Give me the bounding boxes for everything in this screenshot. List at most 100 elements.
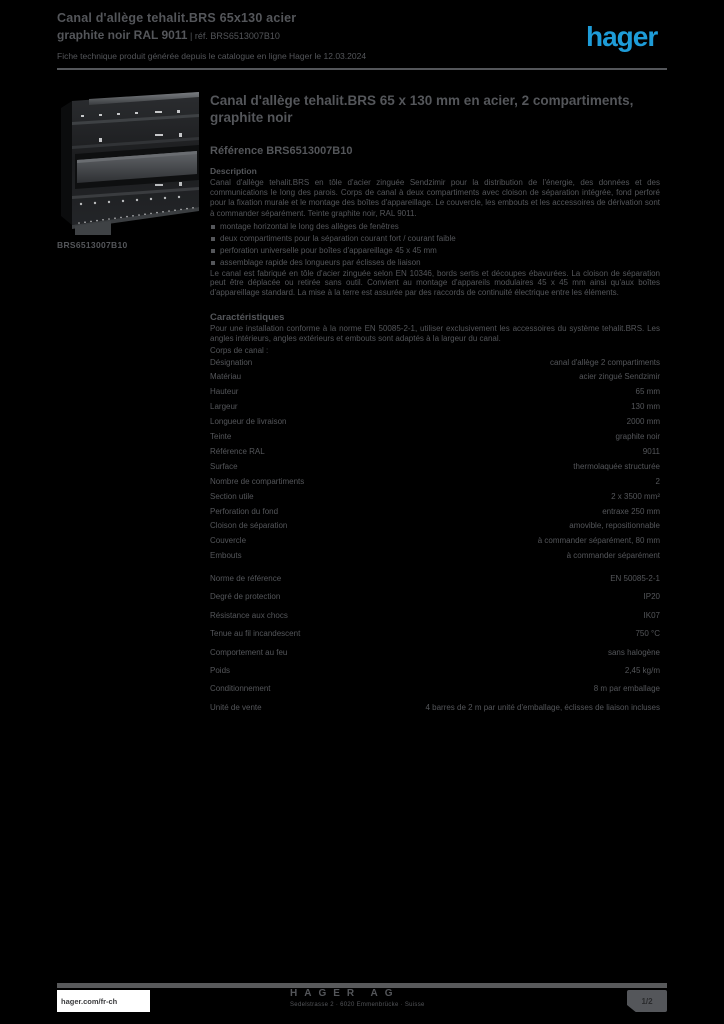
header-product-name: Canal d'allège tehalit.BRS 65x130 acier [57,11,297,25]
spec-label: Conditionnement [210,684,271,694]
main-content: Canal d'allège tehalit.BRS 65 x 130 mm e… [210,92,660,721]
spec-label: Norme de référence [210,574,282,584]
description-paragraph-3: Pour une installation conforme à la norm… [210,323,660,343]
spec-label: Référence RAL [210,446,265,456]
spec-value: à commander séparément, 80 mm [537,536,660,546]
spec-label: Unité de vente [210,702,262,712]
spec-value: 750 °C [635,629,660,639]
product-reference: Référence BRS6513007B10 [210,145,353,157]
product-photo-caption: BRS6513007B10 [57,240,128,250]
spec-value: 130 mm [631,402,660,412]
footer-url-link[interactable]: hager.com/fr-ch [61,996,118,1006]
product-photo [59,88,199,238]
header-variant-ref: | réf. BRS6513007B10 [187,31,280,41]
footer-company-name: HAGER AG [290,988,400,999]
hager-logo: hager [586,21,658,52]
header-title-block: Canal d'allège tehalit.BRS 65x130 acier … [57,11,477,61]
header-generated-line: Fiche technique produit générée depuis l… [57,51,367,61]
spec-value: EN 50085-2-1 [610,574,660,584]
spec-row: Couvercle à commander séparément, 80 mm [210,536,660,551]
footer-url-box: hager.com/fr-ch [57,990,150,1012]
spec-row: Perforation du fond entraxe 250 mm [210,507,660,522]
description-paragraph-2: Le canal est fabriqué en tôle d'acier zi… [210,268,660,297]
spec-label: Résistance aux chocs [210,610,288,620]
spec-value: acier zingué Sendzimir [579,372,660,382]
feature-bullet-item: assemblage rapide des longueurs par écli… [210,257,660,269]
spec-row: Teinte graphite noir [210,432,660,447]
spec-label: Désignation [210,357,253,367]
feature-bullet-list: montage horizontal le long des allèges d… [210,221,660,269]
feature-bullet-item: deux compartiments pour la séparation co… [210,233,660,245]
spec-row: Largeur 130 mm [210,402,660,417]
spec-label: Longueur de livraison [210,417,287,427]
spec-value: IP20 [643,592,660,602]
feature-bullet-item: perforation universelle pour boîtes d'ap… [210,245,660,257]
spec-row: Référence RAL 9011 [210,447,660,462]
spec-row: Longueur de livraison 2000 mm [210,417,660,432]
spec-label: Largeur [210,402,238,412]
spec-table-technical: Norme de référence EN 50085-2-1 Degré de… [210,574,660,721]
spec-label: Embouts [210,551,242,561]
spec-label: Poids [210,666,231,676]
spec-value: graphite noir [615,432,660,442]
spec-row: Unité de vente 4 barres de 2 m par unité… [210,703,660,721]
header-divider [57,68,667,70]
spec-row: Tenue au fil incandescent 750 °C [210,629,660,647]
header-variant-bold: graphite noir RAL 9011 [57,28,188,42]
spec-row: Cloison de séparation amovible, repositi… [210,521,660,536]
spec-value: canal d'allège 2 compartiments [549,357,660,367]
spec-value: 2,45 kg/m [624,666,660,676]
spec-value: 8 m par emballage [593,684,660,694]
characteristics-heading: Caractéristiques [210,311,285,323]
spec-value: 65 mm [635,387,660,397]
spec-value: 2000 mm [626,417,660,427]
spec-row: Section utile 2 x 3500 mm² [210,492,660,507]
spec-label: Teinte [210,432,232,442]
spec-value: amovible, repositionnable [569,521,660,531]
spec-row: Nombre de compartiments 2 [210,477,660,492]
body-sub-heading: Corps de canal : [210,345,269,355]
spec-label: Tenue au fil incandescent [210,629,301,639]
product-title: Canal d'allège tehalit.BRS 65 x 130 mm e… [210,93,634,125]
spec-row: Matériau acier zingué Sendzimir [210,372,660,387]
spec-value: IK07 [643,610,660,620]
spec-label: Surface [210,461,238,471]
spec-label: Perforation du fond [210,506,279,516]
spec-row: Surface thermolaquée structurée [210,462,660,477]
spec-row: Embouts à commander séparément [210,551,660,566]
spec-row: Comportement au feu sans halogène [210,648,660,666]
spec-label: Matériau [210,372,242,382]
spec-label: Degré de protection [210,592,281,602]
spec-row: Résistance aux chocs IK07 [210,611,660,629]
spec-label: Comportement au feu [210,647,288,657]
spec-value: thermolaquée structurée [573,461,660,471]
spec-value: 2 x 3500 mm² [611,491,660,501]
spec-value: entraxe 250 mm [602,506,660,516]
description-heading: Description [210,166,257,176]
header-product-variant: graphite noir RAL 9011 | réf. BRS6513007… [57,28,477,43]
spec-value: sans halogène [607,647,660,657]
spec-row: Degré de protection IP20 [210,592,660,610]
footer-page-badge: 1/2 [627,990,667,1013]
spec-row: Conditionnement 8 m par emballage [210,684,660,702]
spec-row: Désignation canal d'allège 2 compartimen… [210,358,660,373]
spec-label: Hauteur [210,387,239,397]
spec-row: Poids 2,45 kg/m [210,666,660,684]
spec-label: Couvercle [210,536,247,546]
spec-value: 4 barres de 2 m par unité d'emballage, é… [425,702,660,712]
product-photo-image [61,92,199,235]
feature-bullet-item: montage horizontal le long des allèges d… [210,221,660,233]
spec-row: Hauteur 65 mm [210,387,660,402]
footer-divider-bar [57,983,667,988]
spec-value: 2 [655,476,660,486]
spec-value: à commander séparément [566,551,660,561]
spec-value: 9011 [642,446,660,456]
description-paragraph-1: Canal d'allège tehalit.BRS en tôle d'aci… [210,178,660,218]
footer-company-block: HAGER AG Sedelstrasse 2 · 6020 Emmenbrüc… [290,988,490,1009]
spec-table-general: Désignation canal d'allège 2 compartimen… [210,358,660,566]
spec-row: Norme de référence EN 50085-2-1 [210,574,660,592]
footer-page-number: 1/2 [641,996,653,1006]
spec-label: Nombre de compartiments [210,476,305,486]
spec-label: Cloison de séparation [210,521,288,531]
